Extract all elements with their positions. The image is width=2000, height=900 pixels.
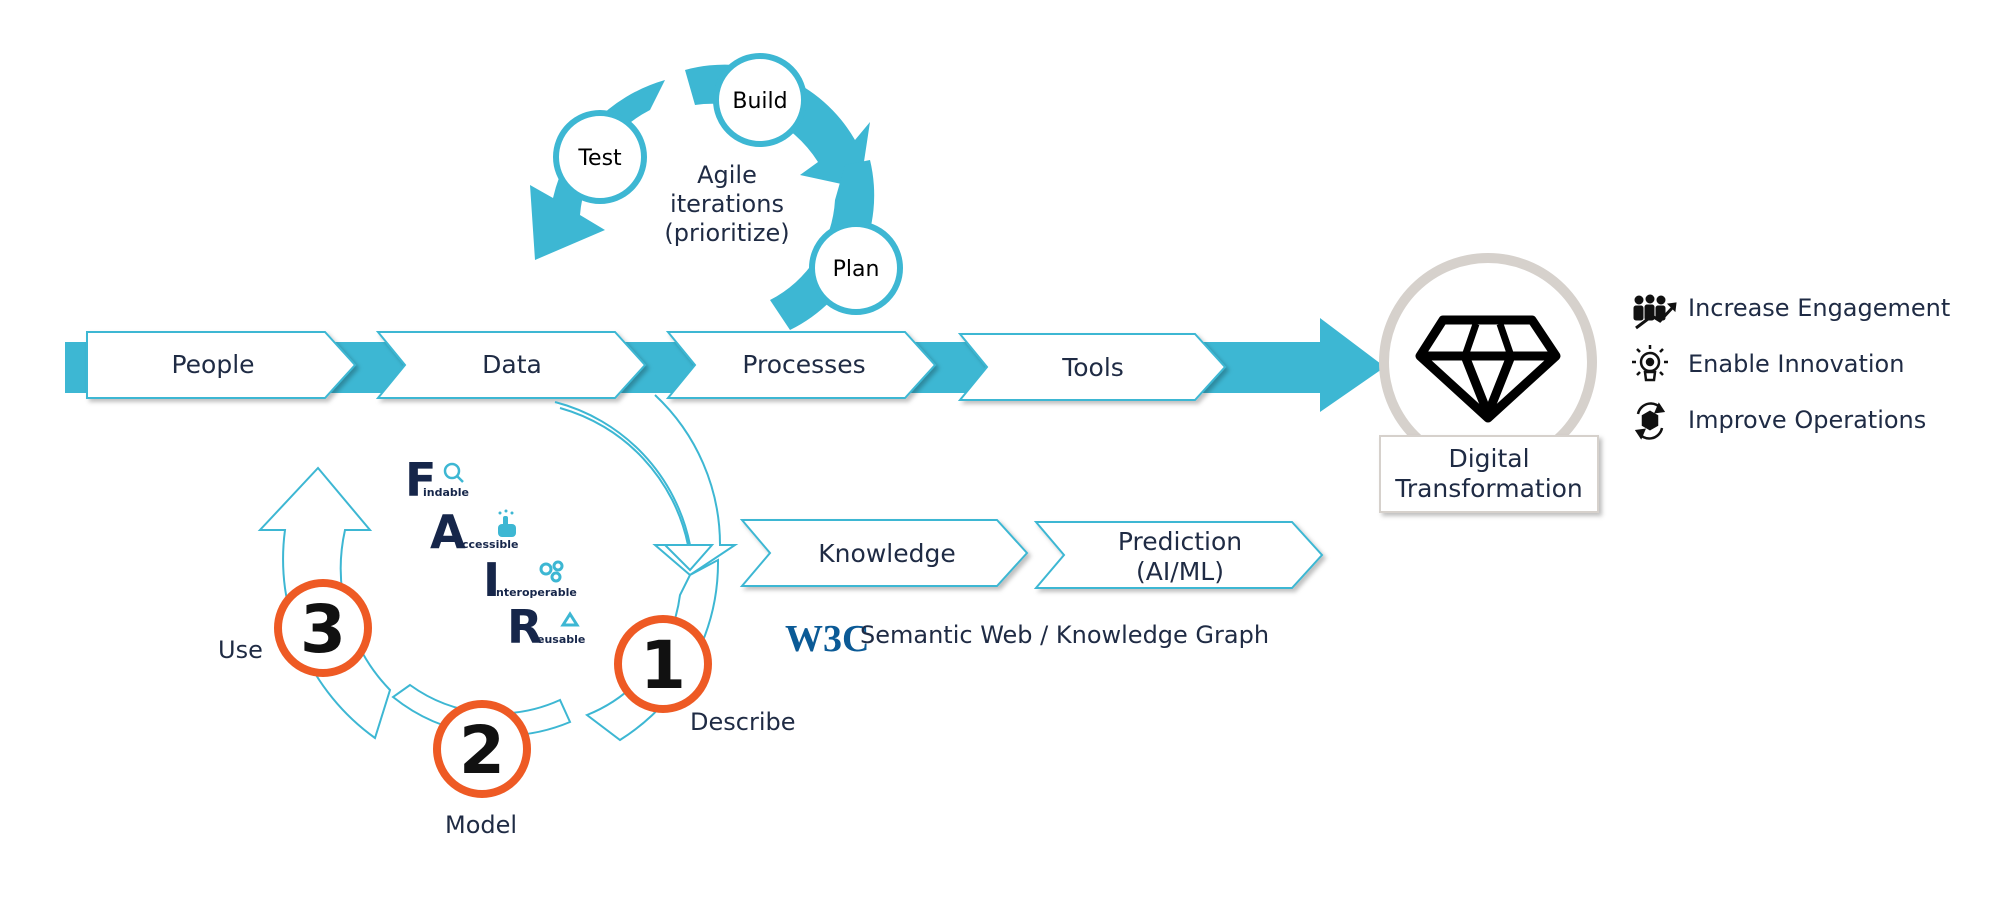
step-three-ring: [274, 579, 372, 677]
fair-a-rest: ccessible: [462, 538, 518, 551]
step-two: 2 Model: [433, 700, 531, 839]
step-one: 1 Describe: [614, 615, 795, 736]
people-label: People: [171, 350, 254, 379]
data-label: Data: [482, 350, 542, 379]
recycle-icon: [560, 611, 580, 627]
tools-label: Tools: [1061, 353, 1124, 382]
prediction-step: [1033, 521, 1324, 589]
agile-center-line2: iterations: [670, 190, 784, 218]
step-one-label: Describe: [690, 708, 795, 736]
build-label: Build: [732, 89, 787, 114]
agile-arc-left: [530, 80, 665, 260]
pipeline-step-data: [375, 331, 647, 399]
test-label: Test: [577, 146, 622, 171]
fair-f-rest: indable: [423, 486, 469, 499]
outcome-line1: Digital: [1448, 444, 1529, 473]
fair-r-rest: eusable: [537, 633, 585, 646]
semantic-web-label: Semantic Web / Knowledge Graph: [860, 621, 1269, 649]
pointer-hand-icon: [498, 509, 516, 537]
step-three: 3 Use: [218, 579, 372, 677]
agile-arc-right: [770, 160, 875, 330]
step-three-label: Use: [218, 636, 263, 664]
processes-label: Processes: [742, 350, 865, 379]
cycle-arrow-in: [652, 394, 739, 577]
knowledge-step: [739, 519, 1029, 587]
fair-r-letter: R: [507, 600, 542, 654]
benefit-label-3: Improve Operations: [1688, 406, 1926, 434]
pipeline-step-processes: [665, 331, 937, 399]
step-three-number: 3: [300, 591, 346, 668]
benefits-list: Increase Engagement Enable Innovation Im…: [1632, 294, 1950, 440]
outcome-line2: Transformation: [1394, 474, 1583, 503]
fair-principles: F indable A ccessible I nteroperable R e…: [405, 453, 585, 654]
pipeline: People Data Processes Tools: [65, 318, 1385, 412]
magnifier-icon: [443, 462, 464, 483]
agile-center-line1: Agile: [697, 161, 757, 189]
step-one-ring: [614, 615, 712, 713]
pipeline-step-people: [86, 331, 357, 399]
cube-cycle-icon: [1634, 402, 1666, 440]
fair-f-letter: F: [405, 453, 436, 507]
plan-node: Plan: [809, 221, 903, 315]
agile-cycle: Build Test Plan Agile iterations (priori…: [530, 53, 903, 330]
prediction-line2: (AI/ML): [1136, 557, 1224, 586]
step-one-number: 1: [640, 627, 686, 704]
benefit-label-2: Enable Innovation: [1688, 350, 1904, 378]
w3c-logo: W3C: [785, 618, 869, 660]
step-two-ring: [433, 700, 531, 798]
benefit-label-1: Increase Engagement: [1688, 294, 1950, 322]
build-node: Build: [713, 53, 807, 147]
step-two-label: Model: [445, 811, 517, 839]
outcome-label-box: [1379, 435, 1599, 513]
knowledge-label: Knowledge: [818, 539, 955, 568]
fair-a-letter: A: [430, 505, 466, 559]
lightbulb-icon: [1632, 345, 1668, 382]
cycle-arc-describe: [554, 401, 715, 572]
gears-icon: [539, 560, 564, 583]
test-node: Test: [553, 110, 647, 204]
prediction-line1: Prediction: [1118, 527, 1242, 556]
digital-transformation: Digital Transformation: [1379, 253, 1599, 513]
step-two-number: 2: [459, 712, 505, 789]
fair-i-letter: I: [483, 553, 500, 607]
diamond-icon: [1415, 315, 1561, 423]
fair-i-rest: nteroperable: [496, 586, 577, 599]
pipeline-step-tools: [957, 333, 1227, 401]
agile-center-line3: (prioritize): [664, 219, 789, 247]
outcome-halo: [1379, 253, 1597, 471]
plan-label: Plan: [833, 257, 880, 282]
people-growth-icon: [1633, 294, 1677, 330]
